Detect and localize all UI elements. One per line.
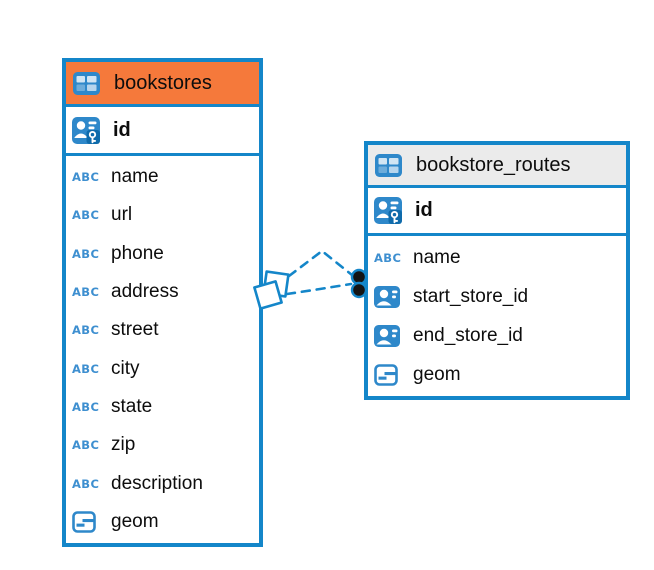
column-name: zip (111, 434, 136, 456)
column-name: url (111, 204, 133, 226)
column-row-state[interactable]: ABC state (66, 388, 259, 426)
column-row-name[interactable]: ABC name (368, 238, 626, 277)
text-type-icon: ABC (72, 170, 100, 185)
table-icon (73, 72, 105, 95)
column-name: name (111, 166, 159, 188)
column-name: start_store_id (413, 285, 529, 307)
column-name: phone (111, 242, 164, 264)
primary-key-icon (374, 197, 406, 224)
column-row-start-store-id[interactable]: start_store_id (368, 277, 626, 316)
primary-key-name: id (415, 199, 433, 221)
table-icon (375, 154, 407, 177)
text-type-icon: ABC (72, 361, 100, 376)
table-name: bookstores (114, 71, 212, 94)
text-type-icon: ABC (72, 476, 100, 491)
geometry-type-icon (374, 364, 406, 386)
column-list: ABC name start_store_id end_store_id geo… (368, 236, 626, 396)
column-row-street[interactable]: ABC street (66, 311, 259, 349)
table-bookstores-header[interactable]: bookstores (66, 62, 259, 107)
column-list: ABC name ABC url ABC phone ABC address A… (66, 156, 259, 543)
column-name: description (111, 472, 203, 494)
column-name: end_store_id (413, 324, 523, 346)
column-row-zip[interactable]: ABC zip (66, 426, 259, 464)
table-bookstore-routes-header[interactable]: bookstore_routes (368, 145, 626, 188)
column-name: geom (413, 363, 461, 385)
primary-key-icon (72, 117, 104, 144)
table-bookstore-routes[interactable]: bookstore_routes id ABC name start_store… (364, 141, 630, 400)
text-type-icon: ABC (72, 399, 100, 414)
column-name: street (111, 319, 159, 341)
column-row-url[interactable]: ABC url (66, 196, 259, 234)
table-bookstores[interactable]: bookstores id ABC name ABC url ABC phone… (62, 58, 263, 547)
column-row-address[interactable]: ABC address (66, 273, 259, 311)
text-type-icon: ABC (72, 246, 100, 261)
column-row-id[interactable]: id (368, 188, 626, 236)
column-row-description[interactable]: ABC description (66, 464, 259, 502)
text-type-icon: ABC (72, 208, 100, 223)
primary-key-name: id (113, 118, 131, 141)
column-name: address (111, 281, 179, 303)
table-name: bookstore_routes (416, 153, 571, 176)
text-type-icon: ABC (374, 250, 402, 265)
column-row-city[interactable]: ABC city (66, 349, 259, 387)
column-name: state (111, 395, 153, 417)
fk-link-lines[interactable] (285, 249, 354, 296)
column-row-id[interactable]: id (66, 107, 259, 156)
column-row-geom[interactable]: geom (66, 503, 259, 541)
text-type-icon: ABC (72, 323, 100, 338)
text-type-icon: ABC (72, 285, 100, 300)
column-name: geom (111, 510, 159, 532)
geometry-type-icon (72, 511, 104, 533)
column-row-geom[interactable]: geom (368, 355, 626, 394)
fk-link-line-upper (287, 249, 354, 278)
column-name: name (413, 246, 461, 268)
column-row-phone[interactable]: ABC phone (66, 235, 259, 273)
text-type-icon: ABC (72, 438, 100, 453)
column-row-name[interactable]: ABC name (66, 158, 259, 196)
reference-type-icon (374, 325, 406, 347)
fk-link-line-lower (285, 282, 353, 296)
column-row-end-store-id[interactable]: end_store_id (368, 316, 626, 355)
column-name: city (111, 357, 140, 379)
reference-type-icon (374, 286, 406, 308)
